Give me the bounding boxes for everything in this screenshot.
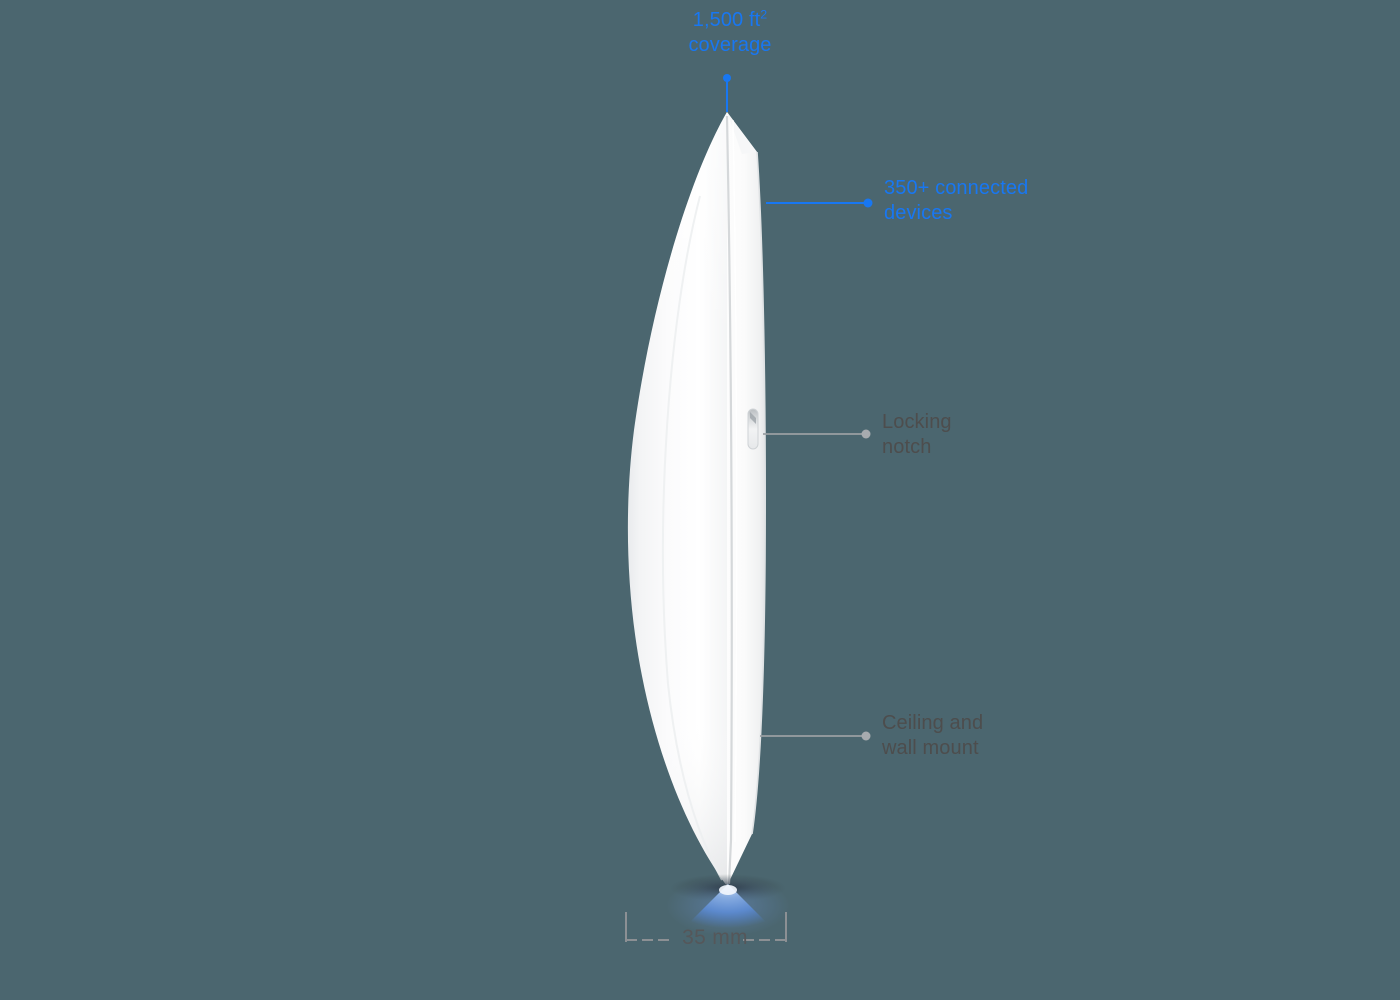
back-plate (727, 112, 766, 886)
dimension-35mm (625, 912, 787, 942)
callout-ceiling-wall-mount: Ceiling and wall mount (882, 712, 984, 759)
leader-dot-devices (863, 198, 873, 208)
callout-coverage-unit: coverage (688, 33, 772, 56)
leader-lines (723, 74, 873, 741)
base-led-assembly (666, 874, 790, 936)
locking-notch (747, 408, 759, 450)
dome-front-shading (627, 112, 727, 886)
led-light-cone (690, 884, 766, 928)
callout-locking-notch: Locking notch (882, 411, 952, 458)
product-body (627, 112, 790, 936)
dimension-label-35mm: 35 mm (682, 926, 748, 949)
led-core (719, 885, 737, 895)
leader-dot-locking-notch (861, 429, 871, 439)
shell-seam-highlight (732, 119, 738, 843)
back-plate-edge (751, 151, 766, 835)
leader-dot-coverage (723, 74, 731, 82)
leader-dot-mount (861, 731, 871, 741)
callout-coverage-superscript: 2 (760, 7, 768, 22)
dome-crease (662, 195, 723, 881)
callout-coverage: 1,500 ft2 coverage (640, 8, 820, 58)
callout-coverage-value: 1,500 ft (692, 9, 761, 31)
back-plate-top-bevel (727, 112, 757, 154)
shell-seam (725, 115, 733, 885)
callout-connected-devices: 350+ connected devices (884, 177, 1029, 224)
